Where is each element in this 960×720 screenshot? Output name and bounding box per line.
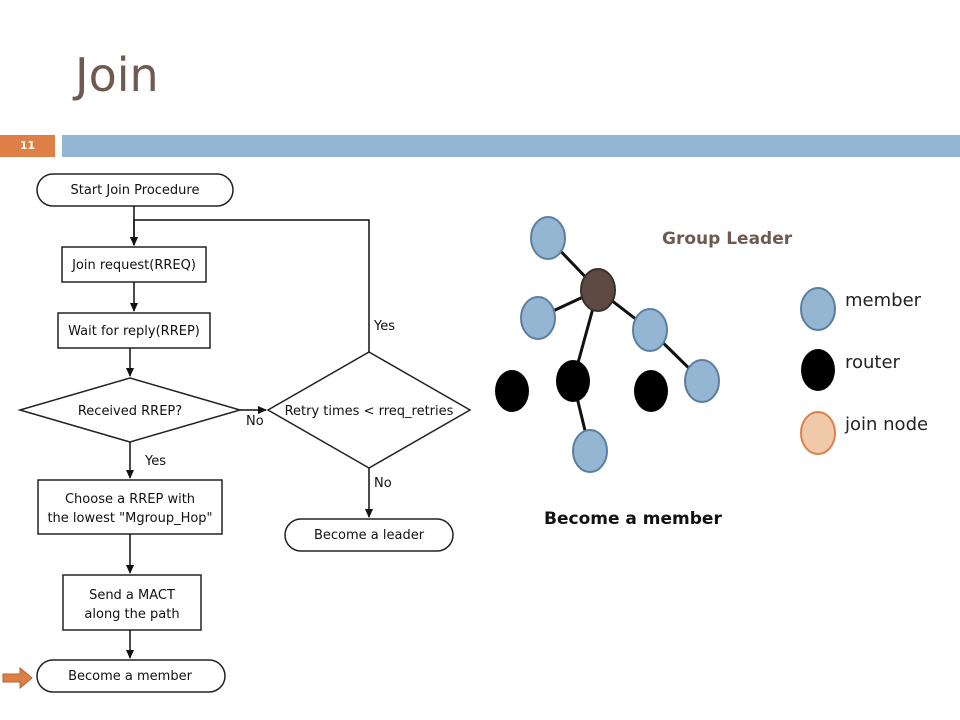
label-yes-received: Yes [144,454,166,469]
become-leader-label: Become a leader [314,528,425,543]
become-member-label: Become a member [68,669,192,684]
become-leader-node [284,518,454,552]
legend-member-swatch [800,287,836,331]
received-label: Received RREP? [78,404,182,419]
start-label: Start Join Procedure [71,183,200,198]
choose-line1: Choose a RREP with [65,492,195,507]
choose-line2: the lowest "Mgroup_Hop" [47,511,212,526]
flowchart: Start Join Procedure Join request(RREQ) … [17,173,472,693]
label-no-retry: No [374,476,392,491]
member-node [572,429,608,473]
router-node [495,370,529,412]
group-leader-label: Group Leader [662,229,793,249]
start-node [36,173,234,207]
wait-reply-box [57,312,211,349]
router-node [556,360,590,402]
wait-reply-label: Wait for reply(RREP) [68,324,200,339]
legend-router-swatch [801,349,835,391]
header-bar [62,135,960,157]
group-leader-node [580,268,616,312]
become-member-node [36,659,226,693]
slide-number: 11 [0,135,55,157]
current-step-arrow-icon [2,666,33,690]
label-yes-retry: Yes [373,319,395,334]
member-node [632,308,668,352]
send-line2: along the path [84,607,179,622]
join-request-box [61,246,207,283]
legend-router-label: router [845,352,901,373]
send-line1: Send a MACT [89,588,175,603]
legend-join-node-swatch [800,411,836,455]
join-request-label: Join request(RREQ) [71,258,196,273]
router-node [634,370,668,412]
network-caption: Become a member [544,509,722,529]
member-node [684,359,720,403]
legend-member-label: member [845,290,922,311]
slide-title: Join [75,48,159,102]
network-diagram: Group Leader Become a member [495,216,793,529]
label-no-received: No [246,414,264,429]
member-node [520,296,556,340]
arrow-retry-loop [130,219,370,352]
legend-join-node-label: join node [844,414,928,435]
send-mact-box [62,574,202,631]
member-node [530,216,566,260]
choose-rrep-box [37,479,223,535]
legend: member router join node [800,287,928,455]
retry-label: Retry times < rreq_retries [285,404,454,419]
